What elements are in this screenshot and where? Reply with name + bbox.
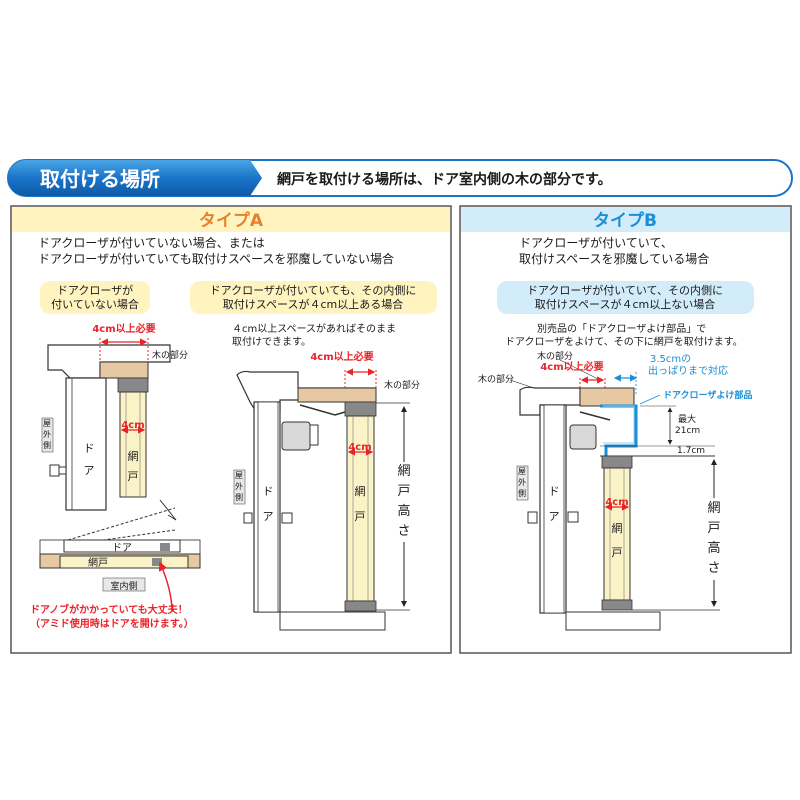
type-a-desc-1: ドアクローザが付いていない場合、または <box>38 235 265 250</box>
type-a-left-4cm: 4cm <box>121 420 144 431</box>
header-desc: 網戸を取付ける場所は、ドア室内側の木の部分です。 <box>277 171 612 188</box>
type-a-left-need-4cm: 4cm以上必要 <box>92 322 155 335</box>
type-b-4cm: 4cm <box>605 497 628 508</box>
type-b-note-2: ドアクローザをよけて、その下に網戸を取付けます。 <box>505 335 743 348</box>
type-a-right-door-label: ド <box>263 485 274 498</box>
type-b-desc-1: ドアクローザが付いていて、 <box>519 235 673 250</box>
type-a-pill1-line1: ドアクローザが <box>57 283 133 297</box>
header-bar: 取付ける場所 網戸を取付ける場所は、ドア室内側の木の部分です。 <box>7 159 793 197</box>
type-a-knob-note-1: ドアノブがかかっていても大丈夫！ <box>30 603 188 616</box>
type-b-part-label: ドアクローザよけ部品 <box>663 389 752 401</box>
type-a-diagram-left: 4cm以上必要 木の部分 屋 外 側 ド ア 4cm 網 戸 <box>41 322 188 511</box>
type-a-height-label: 網 <box>397 464 410 479</box>
type-a-desc-2: ドアクローザが付いていても取付けスペースを邪魔していない場合 <box>38 251 394 266</box>
type-b-panel: タイプB ドアクローザが付いていて、 取付けスペースを邪魔している場合 ドアクロ… <box>459 205 792 654</box>
svg-text:側: 側 <box>43 440 51 450</box>
type-b-pill-line1: ドアクローザが付いていて、その内側に <box>527 283 723 297</box>
svg-text:戸: 戸 <box>355 510 366 523</box>
type-a-right-outdoor: 屋 <box>235 471 243 480</box>
svg-text:側: 側 <box>518 488 526 498</box>
type-a-left-outdoor: 屋 <box>43 419 51 428</box>
type-b-door-label: ド <box>549 485 560 498</box>
type-b-title: タイプB <box>593 210 657 231</box>
svg-text:高: 高 <box>397 503 410 519</box>
type-b-wood-label-1: 木の部分 <box>537 350 573 362</box>
svg-text:外: 外 <box>43 429 51 439</box>
type-a-topview-door: ドア <box>112 543 132 554</box>
type-b-gap: 1.7cm <box>677 446 705 456</box>
type-a-pill2-line2: 取付けスペースが４cm以上ある場合 <box>223 297 403 311</box>
svg-text:さ: さ <box>397 524 410 539</box>
type-b-screen-label: 網 <box>612 521 623 535</box>
type-a-knob-note-2: （アミド使用時はドアを開けます。） <box>30 617 194 630</box>
type-b-max-1: 最大 <box>678 413 696 425</box>
type-a-diagram-right: 4cm以上必要 木の部分 ド ア 屋 外 側 <box>233 350 420 631</box>
type-a-right-need-4cm: 4cm以上必要 <box>310 350 373 363</box>
svg-text:戸: 戸 <box>128 470 139 483</box>
svg-text:高: 高 <box>707 540 720 556</box>
type-b-outdoor: 屋 <box>518 467 526 476</box>
type-a-right-screen-label: 網 <box>355 484 366 498</box>
type-a-title: タイプA <box>199 210 264 231</box>
svg-text:戸: 戸 <box>707 521 720 536</box>
type-a-diagram-topview: ドア 網戸 室内側 ドアノブがかかっていても大丈夫！ （アミド使用時はドアを開け… <box>30 499 201 630</box>
type-a-topview-screen: 網戸 <box>88 556 108 569</box>
type-b-need-4cm: 4cm以上必要 <box>540 360 603 373</box>
svg-text:戸: 戸 <box>612 546 623 559</box>
type-b-max-2: 21cm <box>675 426 700 436</box>
svg-text:外: 外 <box>518 477 526 487</box>
type-a-note-1: ４cm以上スペースがあればそのまま <box>232 322 396 335</box>
svg-text:側: 側 <box>235 492 243 502</box>
type-b-wood-label-2: 木の部分 <box>478 373 514 385</box>
type-b-height-label: 網 <box>707 501 720 516</box>
header-title: 取付ける場所 <box>40 167 160 191</box>
type-a-pill2-line1: ドアクローザが付いていても、その内側に <box>210 283 417 297</box>
type-a-pill1-line2: 付いていない場合 <box>51 297 139 311</box>
type-b-pill-line2: 取付けスペースが４cm以上ない場合 <box>535 297 715 311</box>
type-a-left-door-label: ド <box>84 442 95 455</box>
svg-text:ア: ア <box>84 464 95 477</box>
type-a-panel: タイプA ドアクローザが付いていない場合、または ドアクローザが付いていても取付… <box>10 205 452 654</box>
type-b-protrude-2: 出っぱりまで対応 <box>648 364 728 377</box>
type-a-right-4cm: 4cm <box>348 442 371 453</box>
type-a-left-wood-label: 木の部分 <box>152 349 188 361</box>
type-a-left-screen-label: 網 <box>128 449 139 463</box>
svg-text:外: 外 <box>235 481 243 491</box>
type-a-topview-indoor: 室内側 <box>110 580 137 592</box>
svg-text:ア: ア <box>263 510 274 523</box>
type-a-right-wood-label: 木の部分 <box>384 379 420 391</box>
type-b-desc-2: 取付けスペースを邪魔している場合 <box>519 251 709 266</box>
svg-text:ア: ア <box>549 510 560 523</box>
svg-text:戸: 戸 <box>397 484 410 499</box>
type-a-note-2: 取付けできます。 <box>232 335 311 348</box>
svg-text:さ: さ <box>707 561 720 576</box>
type-b-diagram: 木の部分 木の部分 4cm以上必要 3.5cmの 出っぱりまで対応 ドアクローザ… <box>478 350 752 631</box>
type-b-note-1: 別売品の「ドアクローザよけ部品」で <box>537 322 706 335</box>
type-b-protrude-1: 3.5cmの <box>650 354 691 365</box>
